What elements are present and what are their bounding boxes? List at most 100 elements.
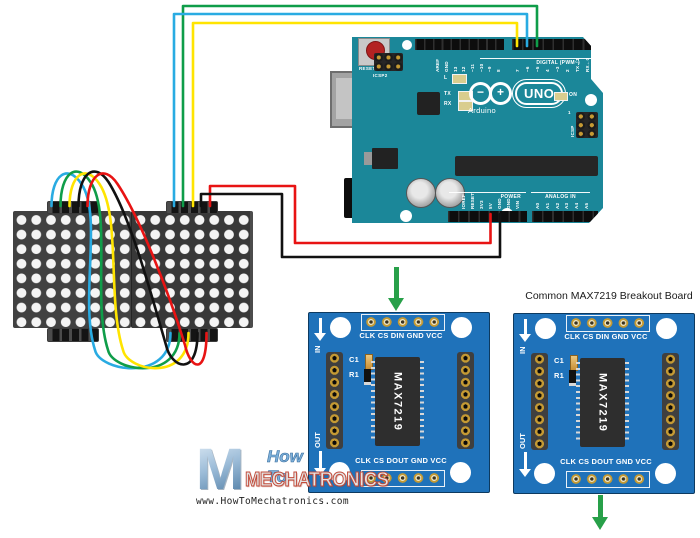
icsp2-label: ICSP2 [373,73,388,78]
watermark-line2: MECHATRONICS [245,469,390,492]
pin-label: 7 [515,69,520,72]
mounting-hole [535,318,556,339]
mounting-hole [451,317,472,338]
digital-header-strip-left [415,39,504,50]
led-l-label: L [444,75,448,81]
mounting-hole [329,462,350,483]
digital-caption: DIGITAL (PWM~) [480,58,592,66]
input-pin-labels: CLK CS DIN GND VCC [564,332,648,341]
pin-label: GND [444,61,449,72]
analog-header-strip [532,211,598,222]
board-title: Common MAX7219 Breakout Board [525,290,693,302]
led-on-label: ON [569,92,578,98]
pin-label: ~11 [470,63,475,72]
output-pin-block [566,471,650,488]
matrix-left-bottom-header [47,328,99,342]
right-female-header [457,352,474,449]
pin-label: A5 [584,202,589,209]
pin-label: ~3 [555,66,560,72]
max7219-board-2: CLK CS DIN GND VCC IN C1 R1 MAX7219 OUT … [513,313,695,494]
left-female-header [531,353,548,450]
icsp2-header [374,53,403,71]
matrix-right-bottom-header [166,328,218,342]
led-on [554,92,568,101]
pin-label: A2 [555,202,560,209]
led-tx-label: TX [444,91,451,97]
led-rx-label: RX [444,101,452,107]
right-female-header [662,353,679,450]
output-pin-labels: CLK CS DOUT GND VCC [560,457,652,466]
pin-label: 12 [461,66,466,72]
left-female-header [326,352,343,449]
r1-label: R1 [554,371,564,380]
mounting-hole [534,463,555,484]
input-pin-block [566,315,650,332]
resistor-r1 [364,369,371,385]
in-label: IN [518,346,527,355]
pin-label: A4 [574,202,579,209]
pin-label: A3 [564,202,569,209]
matrix-left-top-header [47,201,99,214]
pin-label: AREF [435,58,440,72]
watermark-logo: M [196,437,245,502]
led-matrix-right [131,211,253,328]
pin-label: 4 [545,69,550,72]
pin-label: 3V3 [479,200,484,209]
max7219-board-1: CLK CS DIN GND VCC IN C1 R1 MAX7219 OUT … [308,312,490,493]
voltage-regulator [372,148,398,169]
max7219-chip: MAX7219 [371,357,424,446]
pin-label: 8 [496,69,501,72]
input-pin-block [361,314,445,331]
mounting-hole [656,318,677,339]
in-label: IN [313,345,322,354]
pin-label: A1 [545,202,550,209]
capacitor [406,178,436,208]
led-l [452,74,467,84]
power-header-strip [448,211,527,222]
output-pin-block [361,470,445,487]
led-matrix-left [13,211,131,328]
max7219-chip-label: MAX7219 [596,372,609,433]
pin-label: 2 [565,69,570,72]
pin-label: ~9 [487,66,492,72]
pin-label: A0 [535,202,540,209]
c1-label: C1 [554,356,564,365]
r1-label: R1 [349,370,359,379]
output-pin-labels: CLK CS DOUT GND VCC [355,456,447,465]
arduino-brand: Arduino [468,106,496,115]
icsp-pin1-label: 1 [568,110,571,115]
max7219-chip: MAX7219 [576,358,629,447]
usb-interface-chip [417,92,440,115]
out-label: OUT [518,433,527,449]
pin-label: 13 [453,66,458,72]
c1-label: C1 [349,355,359,364]
flow-arrow-out-of-board2 [592,495,609,535]
mounting-hole [330,317,351,338]
atmega328-chip [455,156,598,176]
pin-label: VIN [515,200,520,209]
watermark-url: www.HowToMechatronics.com [196,496,349,507]
mounting-hole [402,40,412,50]
arduino-logo-plus: + [489,82,512,105]
analog-caption: ANALOG IN [531,192,590,200]
mounting-hole [585,94,597,106]
flow-arrow-into-board1 [388,267,405,312]
mounting-hole [450,462,471,483]
out-label: OUT [313,432,322,448]
watermark-line1: How To [267,447,303,487]
resistor-r1 [569,370,576,386]
icsp-label: ICSP [570,125,575,137]
max7219-chip-label: MAX7219 [391,371,404,432]
pin-label: RESET [470,192,475,209]
pin-label: ~5 [535,66,540,72]
pin-label: IOREF [461,193,466,209]
arduino-uno-board: RESET ICSP2 AREF GND 13 12 ~11 ~10 ~9 8 … [352,37,603,223]
pin-label: GND [497,198,502,209]
mounting-hole [400,210,412,222]
digital-header-strip-right [512,39,593,50]
matrix-right-top-header [166,201,218,214]
icsp-header [576,112,598,138]
input-pin-labels: CLK CS DIN GND VCC [359,331,443,340]
pin-label: 5V [488,202,493,209]
